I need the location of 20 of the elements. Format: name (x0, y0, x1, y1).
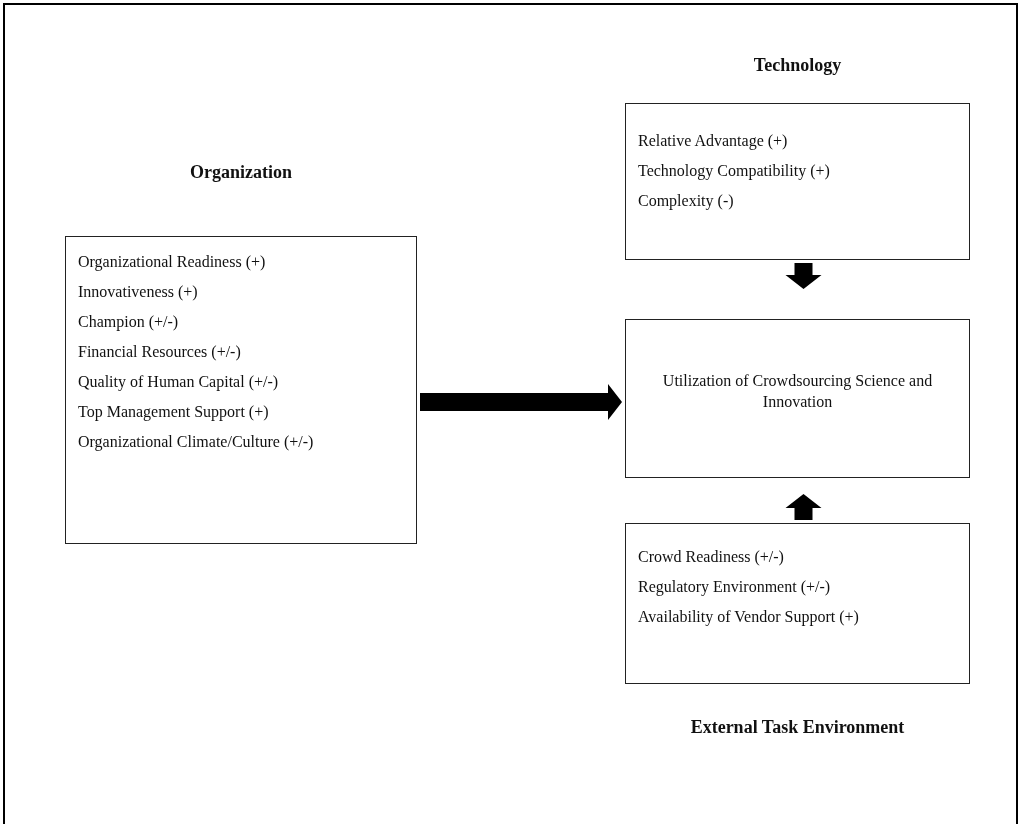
group-heading: Organization (190, 162, 292, 183)
block-arrow (785, 263, 822, 289)
factor-text: Relative Advantage (+) (638, 131, 789, 151)
block-arrow (785, 494, 822, 520)
group-heading: External Task Environment (690, 717, 905, 738)
factor-text: Top Management Support (+) (78, 402, 270, 422)
factor-text: Financial Resources (+/-) (78, 342, 242, 362)
factor-text: Organizational Climate/Culture (+/-) (78, 432, 315, 452)
outcome-text: Utilization of Crowdsourcing Science and Innovation (661, 371, 934, 412)
factor-text: Innovativeness (+) (78, 282, 199, 302)
factor-text: Crowd Readiness (+/-) (638, 547, 785, 567)
factor-text: Regulatory Environment (+/-) (638, 577, 832, 597)
factor-text: Complexity (-) (638, 191, 735, 211)
factor-text: Technology Compatibility (+) (638, 161, 831, 181)
factor-text: Champion (+/-) (78, 312, 180, 332)
factor-text: Organizational Readiness (+) (78, 252, 267, 272)
factor-text: Availability of Vendor Support (+) (638, 607, 860, 627)
block-arrow (420, 384, 622, 420)
group-heading: Technology (753, 55, 842, 76)
factor-text: Quality of Human Capital (+/-) (78, 372, 280, 392)
